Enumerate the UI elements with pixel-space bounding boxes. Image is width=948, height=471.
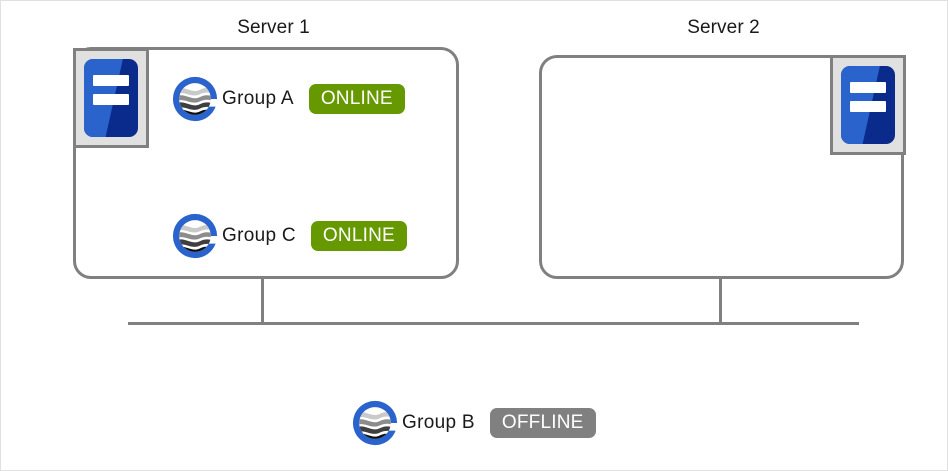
network-bus-line bbox=[128, 322, 859, 325]
group-row-b[interactable]: Group B OFFLINE bbox=[351, 399, 596, 447]
server-machine-icon bbox=[73, 48, 149, 148]
server-machine-icon-bar-top bbox=[93, 75, 129, 86]
group-label-b: Group B bbox=[402, 412, 475, 433]
status-badge-b[interactable]: OFFLINE bbox=[489, 407, 596, 439]
group-globe-logo bbox=[352, 400, 398, 446]
group-globe-logo bbox=[172, 76, 218, 122]
group-label-a: Group A bbox=[222, 88, 294, 109]
server-machine-icon-bar-bottom bbox=[850, 101, 886, 112]
server-machine-icon-body bbox=[84, 59, 138, 137]
group-row-c[interactable]: Group C ONLINE bbox=[171, 212, 407, 260]
connector-line-server-2 bbox=[719, 277, 722, 325]
server-title-1: Server 1 bbox=[237, 17, 310, 38]
server-machine-icon bbox=[830, 55, 906, 155]
server-machine-icon-bar-bottom bbox=[93, 94, 129, 105]
group-label-c: Group C bbox=[222, 225, 296, 246]
group-row-a[interactable]: Group A ONLINE bbox=[171, 75, 405, 123]
server-title-2: Server 2 bbox=[687, 17, 760, 38]
status-badge-c[interactable]: ONLINE bbox=[310, 220, 407, 252]
connector-line-server-1 bbox=[261, 277, 264, 325]
status-badge-a[interactable]: ONLINE bbox=[308, 83, 405, 115]
server-machine-icon-bar-top bbox=[850, 82, 886, 93]
server-machine-icon-body bbox=[841, 66, 895, 144]
group-globe-logo bbox=[172, 213, 218, 259]
